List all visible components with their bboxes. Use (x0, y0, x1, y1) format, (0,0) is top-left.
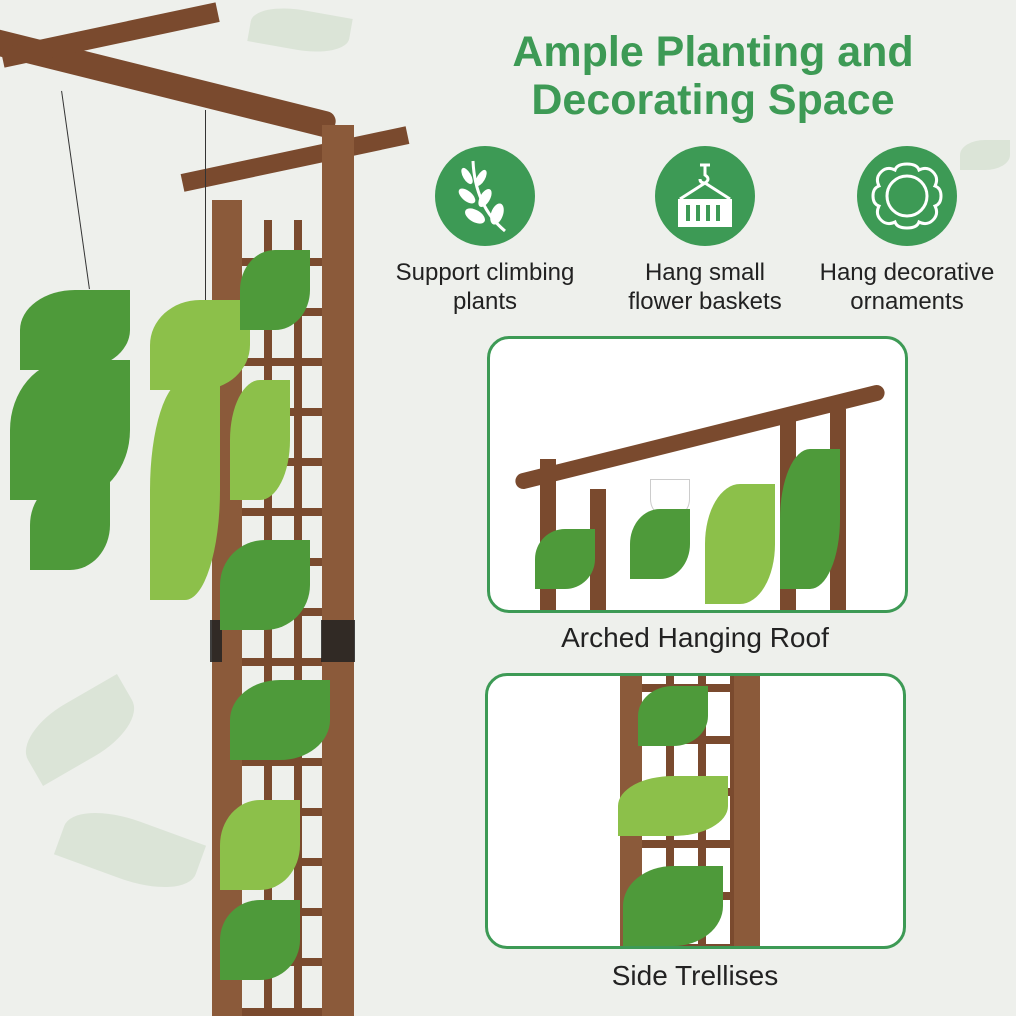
feature-label: Hang decorative (819, 259, 995, 286)
title-line-1: Ample Planting and (512, 28, 914, 76)
feature-label: ornaments (850, 288, 964, 315)
panel-arched-roof-image (487, 336, 908, 613)
feature-label: Hang small (644, 259, 766, 286)
panel-side-trellises-image (485, 673, 906, 949)
title-line-2: Decorating Space (531, 76, 895, 124)
feature-label: Support climbing (395, 259, 575, 286)
feature-label: flower baskets (628, 288, 782, 315)
hanging-basket-icon (655, 146, 755, 246)
page-title: Ample Planting and Decorating Space (440, 28, 986, 124)
panel-caption: Arched Hanging Roof (561, 622, 829, 653)
panel-caption: Side Trellises (611, 960, 779, 991)
feature-label: plants (452, 288, 518, 315)
flower-ornament-icon (857, 146, 957, 246)
leaf-branch-icon (435, 146, 535, 246)
